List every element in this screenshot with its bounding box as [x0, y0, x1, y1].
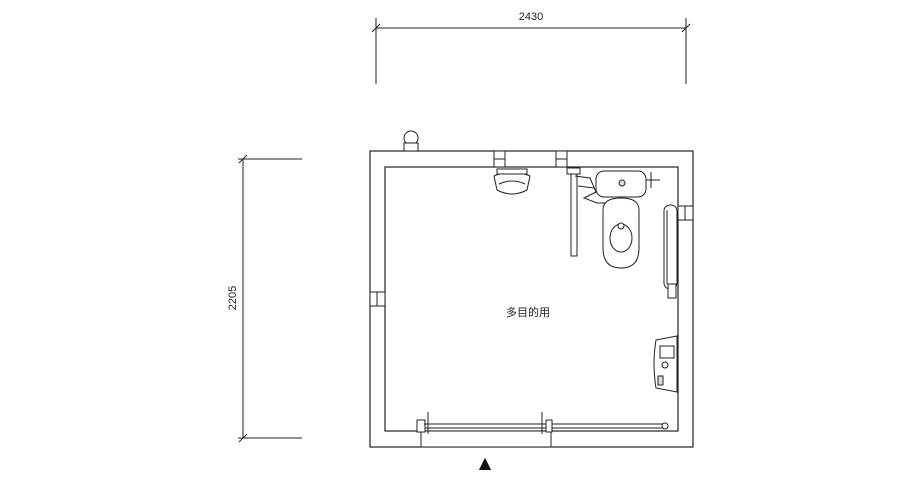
pipe-icon: [574, 175, 618, 204]
width-dimension: 2430: [371, 11, 691, 84]
entrance-arrow-icon: ▲: [479, 453, 492, 472]
exterior-lamp-icon: [403, 130, 419, 152]
wall-brackets: [369, 150, 694, 307]
room-label: 多目的用: [506, 305, 550, 319]
washbasin-icon: [493, 168, 531, 195]
grab-bar-right-icon: [663, 204, 678, 299]
height-dimension-label: 2205: [227, 286, 239, 310]
width-dimension-label: 2430: [519, 11, 543, 23]
height-dimension: 2205: [227, 154, 302, 443]
sliding-door-icon: [416, 412, 669, 448]
room-walls: [369, 150, 694, 448]
toilet-icon: [595, 170, 660, 269]
grab-bar-vertical-icon: [566, 167, 581, 257]
wall-sink-icon: [653, 335, 678, 393]
